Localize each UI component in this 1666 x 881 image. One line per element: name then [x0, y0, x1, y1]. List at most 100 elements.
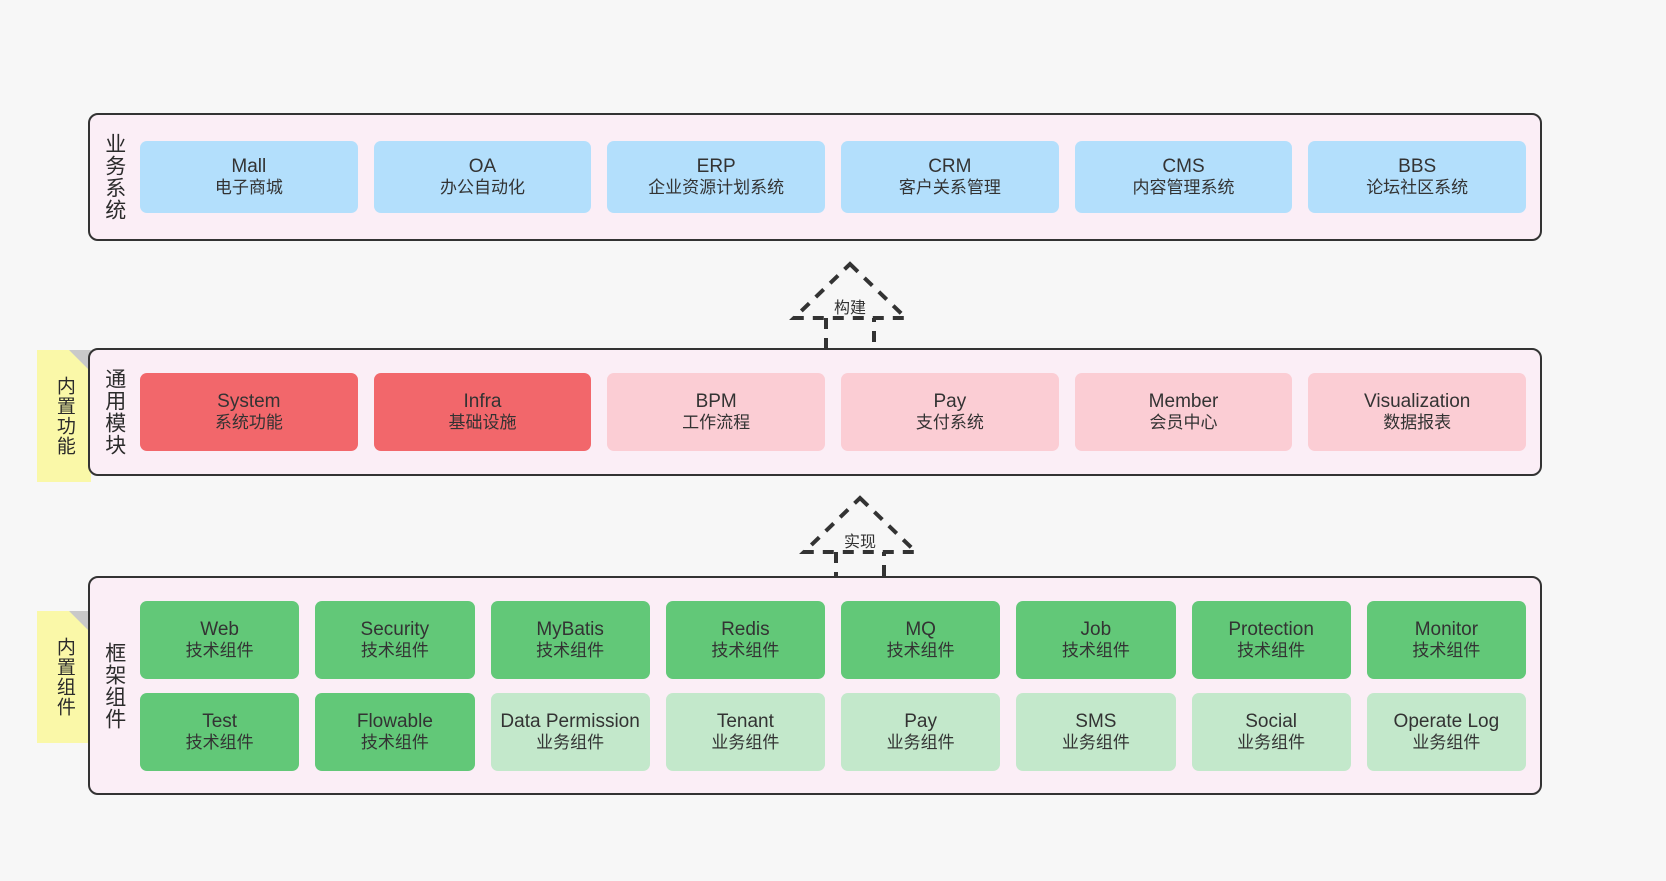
business-box-cms[interactable]: CMS 内容管理系统 — [1074, 141, 1293, 213]
box-title-cn: 业务组件 — [886, 732, 955, 752]
framework-box-mybatis[interactable]: MyBatis 技术组件 — [490, 600, 650, 679]
box-title-cn: 办公自动化 — [440, 178, 525, 198]
box-title-en: Tenant — [716, 710, 774, 732]
module-box-visualization[interactable]: Visualization 数据报表 — [1308, 373, 1527, 451]
box-title-en: BPM — [695, 391, 737, 413]
box-title-en: System — [217, 391, 281, 413]
box-title-cn: 技术组件 — [536, 640, 605, 660]
box-title-cn: 技术组件 — [1237, 640, 1306, 660]
box-title-en: Social — [1245, 710, 1297, 732]
box-title-cn: 技术组件 — [886, 640, 955, 660]
framework-box-data-permission[interactable]: Data Permission 业务组件 — [490, 692, 650, 771]
box-title-en: BBS — [1398, 156, 1437, 178]
box-title-en: Visualization — [1364, 391, 1471, 413]
box-title-en: MyBatis — [536, 618, 604, 640]
generalization-arrow-build: 构建 — [760, 258, 940, 358]
box-title-cn: 客户关系管理 — [898, 178, 1001, 198]
note-built-in-functions: 内置功能 — [37, 350, 91, 482]
box-title-en: Pay — [904, 710, 937, 732]
box-title-cn: 技术组件 — [360, 640, 429, 660]
box-title-en: OA — [468, 156, 497, 178]
box-title-cn: 技术组件 — [185, 640, 254, 660]
framework-box-social[interactable]: Social 业务组件 — [1191, 692, 1351, 771]
box-title-cn: 支付系统 — [915, 413, 984, 433]
box-title-cn: 技术组件 — [1061, 640, 1130, 660]
framework-box-redis[interactable]: Redis 技术组件 — [665, 600, 825, 679]
framework-row-tech: Web 技术组件 Security 技术组件 MyBatis 技术组件 Redi… — [140, 600, 1526, 679]
box-title-cn: 电子商城 — [214, 178, 283, 198]
business-box-erp[interactable]: ERP 企业资源计划系统 — [607, 141, 826, 213]
box-title-cn: 技术组件 — [1412, 640, 1481, 660]
box-title-en: Member — [1148, 391, 1219, 413]
framework-box-tenant[interactable]: Tenant 业务组件 — [665, 692, 825, 771]
framework-box-job[interactable]: Job 技术组件 — [1016, 600, 1176, 679]
module-box-infra[interactable]: Infra 基础设施 — [373, 373, 592, 451]
box-title-cn: 会员中心 — [1149, 413, 1218, 433]
module-box-member[interactable]: Member 会员中心 — [1074, 373, 1293, 451]
box-title-en: Protection — [1228, 618, 1314, 640]
box-title-cn: 业务组件 — [1412, 732, 1481, 752]
note-label: 内置功能 — [53, 376, 75, 456]
note-built-in-components: 内置组件 — [37, 611, 91, 743]
layer-business-system: 业务系统 Mall 电子商城 OA 办公自动化 ERP 企业资源计划系统 CRM… — [88, 113, 1542, 241]
business-box-crm[interactable]: CRM 客户关系管理 — [841, 141, 1059, 213]
layer-framework-components: 框架组件 Web 技术组件 Security 技术组件 MyBatis 技术组件… — [88, 576, 1542, 795]
box-title-en: Flowable — [356, 710, 433, 732]
layer-modules-title: 通用模块 — [102, 368, 126, 456]
framework-box-flowable[interactable]: Flowable 技术组件 — [315, 692, 475, 771]
box-title-en: Mall — [231, 156, 267, 178]
module-box-system[interactable]: System 系统功能 — [140, 373, 358, 451]
box-title-cn: 业务组件 — [536, 732, 605, 752]
box-title-en: Data Permission — [500, 710, 640, 732]
box-title-cn: 企业资源计划系统 — [648, 178, 785, 198]
box-title-en: MQ — [905, 618, 936, 640]
box-title-cn: 基础设施 — [448, 413, 517, 433]
business-box-mall[interactable]: Mall 电子商城 — [140, 141, 358, 213]
box-title-en: CMS — [1162, 156, 1205, 178]
box-title-en: Web — [200, 618, 239, 640]
box-title-cn: 内容管理系统 — [1132, 178, 1235, 198]
box-title-cn: 技术组件 — [711, 640, 780, 660]
module-box-pay[interactable]: Pay 支付系统 — [841, 373, 1059, 451]
box-title-en: SMS — [1075, 710, 1117, 732]
box-title-en: ERP — [696, 156, 736, 178]
business-box-bbs[interactable]: BBS 论坛社区系统 — [1308, 141, 1527, 213]
framework-box-operate-log[interactable]: Operate Log 业务组件 — [1366, 692, 1526, 771]
box-title-en: Infra — [463, 391, 502, 413]
framework-box-mq[interactable]: MQ 技术组件 — [841, 600, 1001, 679]
layer-framework-body: Web 技术组件 Security 技术组件 MyBatis 技术组件 Redi… — [138, 578, 1540, 793]
box-title-en: Security — [360, 618, 430, 640]
box-title-cn: 业务组件 — [711, 732, 780, 752]
layer-common-modules: 通用模块 System 系统功能 Infra 基础设施 BPM 工作流程 Pay… — [88, 348, 1542, 476]
note-fold-corner-icon — [69, 611, 91, 633]
module-box-bpm[interactable]: BPM 工作流程 — [607, 373, 826, 451]
box-title-cn: 工作流程 — [682, 413, 751, 433]
box-title-en: Operate Log — [1393, 710, 1500, 732]
framework-box-web[interactable]: Web 技术组件 — [140, 600, 300, 679]
framework-box-sms[interactable]: SMS 业务组件 — [1016, 692, 1176, 771]
box-title-cn: 数据报表 — [1383, 413, 1452, 433]
note-fold-corner-icon — [69, 350, 91, 372]
box-title-en: Test — [202, 710, 238, 732]
framework-box-protection[interactable]: Protection 技术组件 — [1191, 600, 1351, 679]
framework-box-pay[interactable]: Pay 业务组件 — [841, 692, 1001, 771]
layer-modules-body: System 系统功能 Infra 基础设施 BPM 工作流程 Pay 支付系统… — [138, 350, 1540, 474]
box-title-cn: 业务组件 — [1061, 732, 1130, 752]
framework-box-test[interactable]: Test 技术组件 — [140, 692, 300, 771]
box-title-cn: 业务组件 — [1237, 732, 1306, 752]
box-title-cn: 技术组件 — [360, 732, 429, 752]
box-title-en: Job — [1080, 618, 1112, 640]
business-row: Mall 电子商城 OA 办公自动化 ERP 企业资源计划系统 CRM 客户关系… — [140, 141, 1527, 213]
business-box-oa[interactable]: OA 办公自动化 — [373, 141, 592, 213]
framework-box-monitor[interactable]: Monitor 技术组件 — [1366, 600, 1526, 679]
box-title-en: Monitor — [1414, 618, 1479, 640]
note-label: 内置组件 — [53, 637, 75, 717]
layer-business-title: 业务系统 — [102, 133, 126, 221]
framework-box-security[interactable]: Security 技术组件 — [315, 600, 475, 679]
modules-row: System 系统功能 Infra 基础设施 BPM 工作流程 Pay 支付系统… — [140, 373, 1527, 451]
box-title-cn: 技术组件 — [185, 732, 254, 752]
framework-row-business: Test 技术组件 Flowable 技术组件 Data Permission … — [140, 692, 1526, 771]
dashed-hollow-arrow-icon — [789, 261, 911, 358]
layer-business-body: Mall 电子商城 OA 办公自动化 ERP 企业资源计划系统 CRM 客户关系… — [138, 115, 1540, 239]
